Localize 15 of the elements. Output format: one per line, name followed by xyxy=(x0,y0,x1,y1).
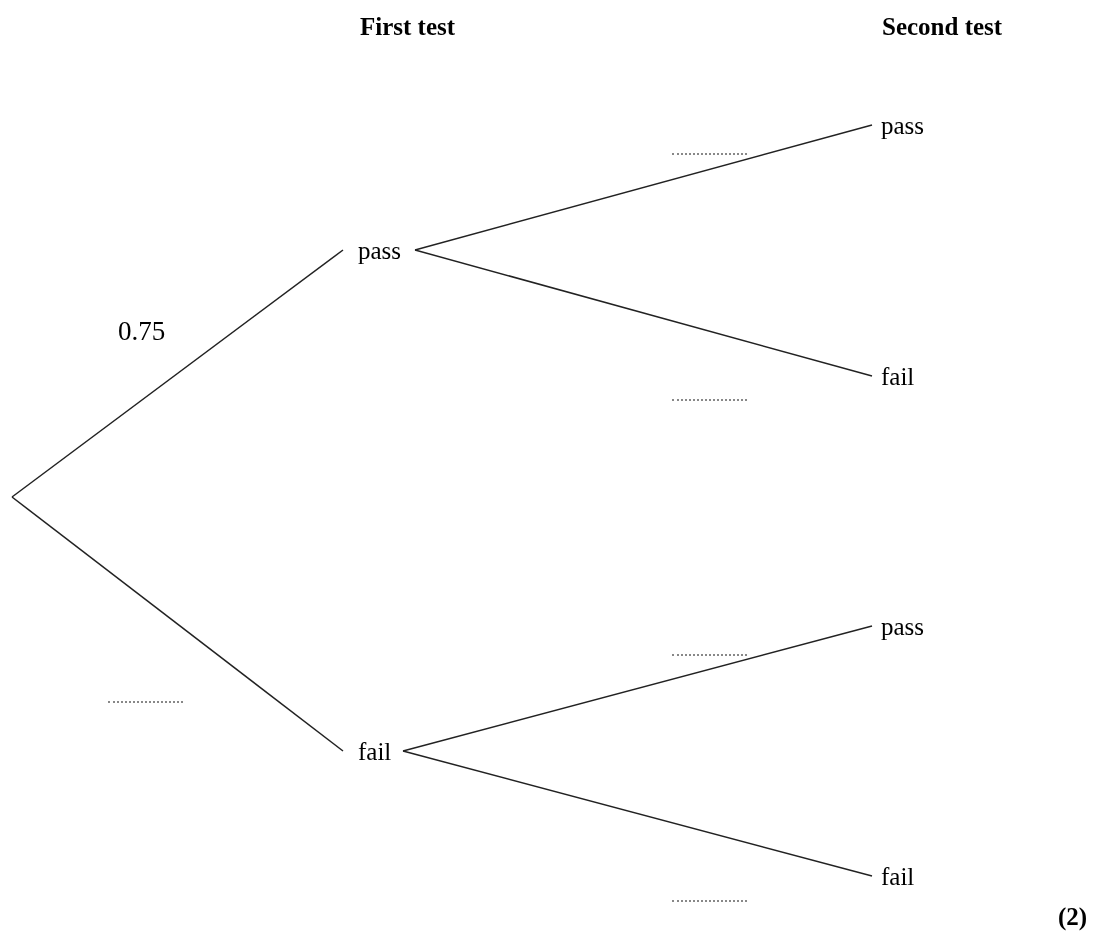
branch-line xyxy=(11,496,344,752)
branch-line xyxy=(414,124,873,251)
outcome-label: pass xyxy=(872,608,962,644)
branch-line xyxy=(402,625,873,752)
column-heading: Second test xyxy=(882,14,1003,39)
outcome-label: pass xyxy=(872,107,962,143)
outcome-label: fail xyxy=(343,733,403,769)
branch-line xyxy=(11,249,344,498)
outcome-label: fail xyxy=(872,358,962,394)
branch-line xyxy=(402,750,873,877)
column-heading: First test xyxy=(360,14,456,39)
outcome-label: fail xyxy=(872,858,962,894)
branch-line xyxy=(414,249,873,377)
marks-label: (2) xyxy=(1058,904,1088,929)
outcome-label: pass xyxy=(343,232,415,268)
